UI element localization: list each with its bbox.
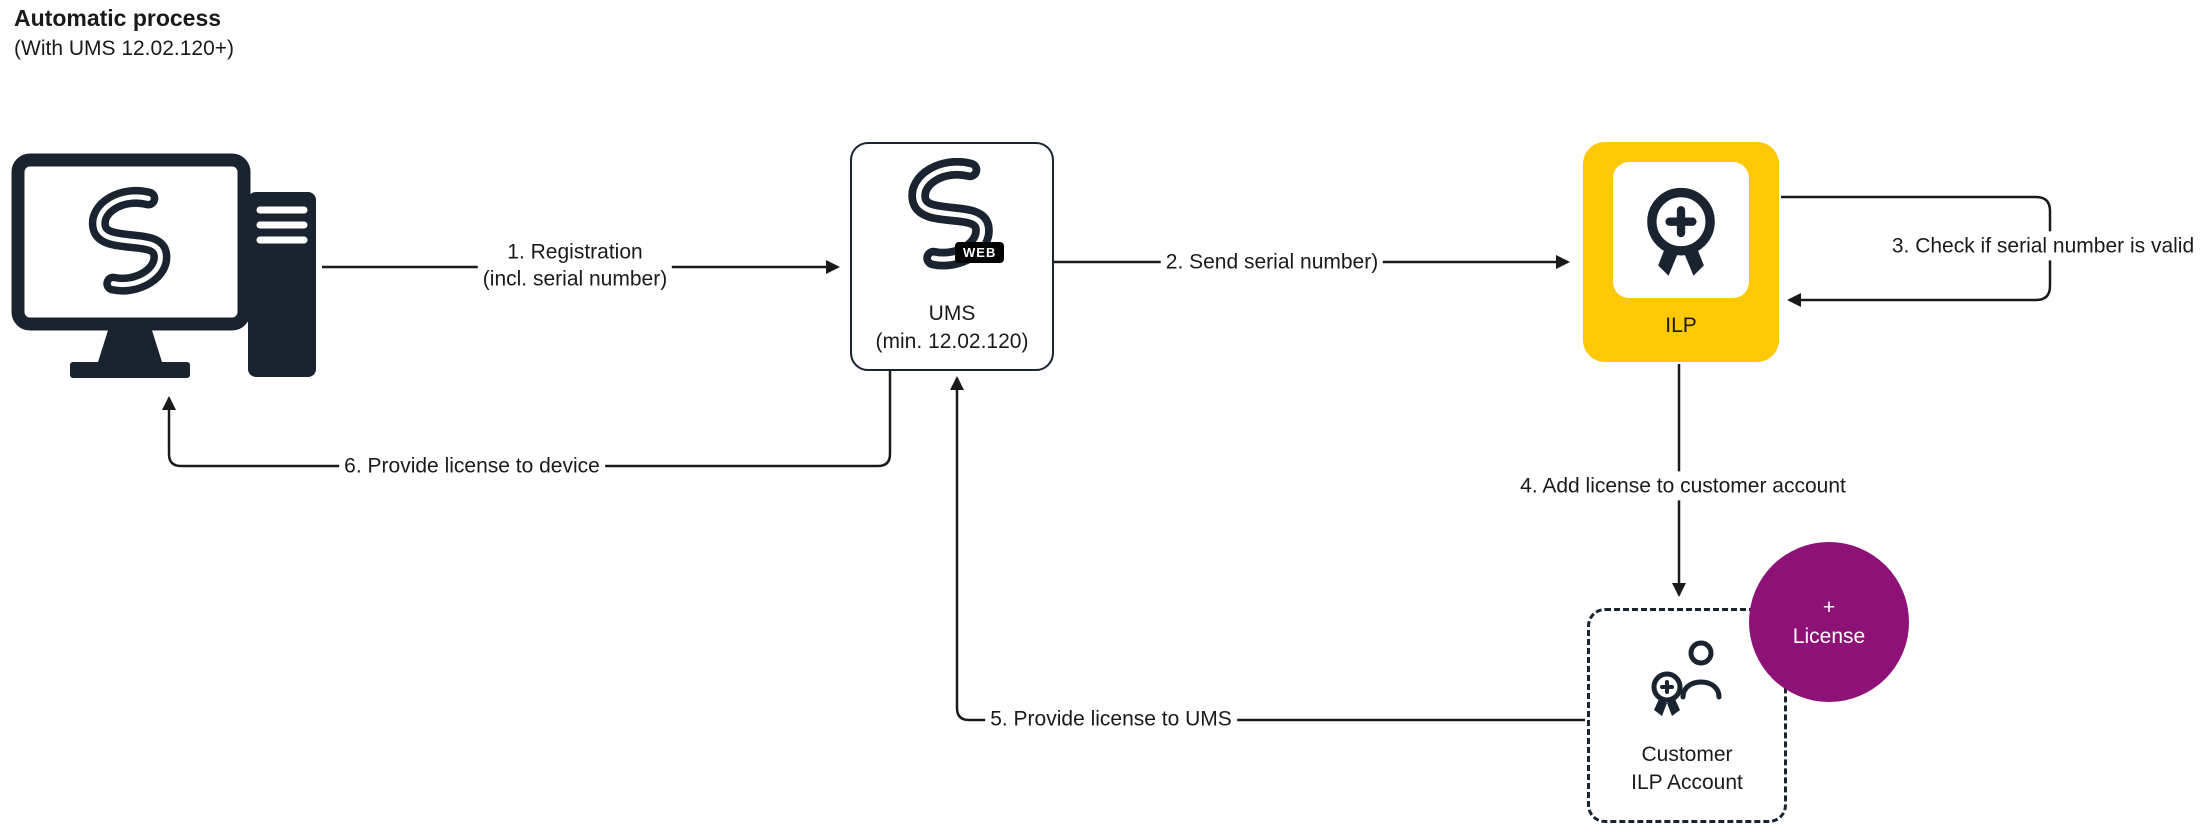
device-monitor-icon [11, 153, 316, 378]
person-badge-icon [1651, 640, 1722, 716]
license-award-icon [1647, 187, 1715, 276]
license-plus-label: + [1822, 595, 1836, 619]
edge-label-registration-line2: (incl. serial number) [482, 268, 668, 291]
ums-version-label: (min. 12.02.120) [875, 330, 1029, 353]
diagram-title: Automatic process [14, 5, 222, 31]
customer-label-line2: ILP Account [1631, 771, 1743, 794]
edge-label-send-serial: 2. Send serial number) [1160, 247, 1384, 277]
edge-label-provide-license-ums: 5. Provide license to UMS [985, 704, 1237, 734]
ums-label: UMS [928, 302, 976, 325]
web-badge: WEB [955, 242, 1005, 263]
arrow-5-provide-license-ums [950, 376, 1585, 722]
ilp-label: ILP [1665, 314, 1697, 337]
title-block: Automatic process (With UMS 12.02.120+) [14, 4, 234, 62]
license-badge-circle: + License [1749, 542, 1909, 702]
edge-label-provide-license-device: 6. Provide license to device [339, 451, 605, 481]
edge-label-registration-line1: 1. Registration [507, 240, 643, 264]
customer-account-icon [1639, 637, 1735, 728]
customer-label-line1: Customer [1641, 743, 1733, 766]
ilp-node: ILP [1583, 142, 1779, 362]
edge-label-add-license: 4. Add license to customer account [1515, 471, 1851, 501]
device-node [10, 152, 330, 402]
edge-label-check-serial: 3. Check if serial number is valid [1886, 231, 2200, 261]
ilp-icon-tile [1613, 162, 1749, 298]
diagram-subtitle: (With UMS 12.02.120+) [14, 36, 235, 60]
license-text-label: License [1792, 625, 1866, 648]
igel-logo-icon [88, 187, 171, 295]
ums-node: WEB UMS (min. 12.02.120) [850, 142, 1054, 371]
edge-label-registration: 1. Registration (incl. serial number) [477, 237, 673, 295]
